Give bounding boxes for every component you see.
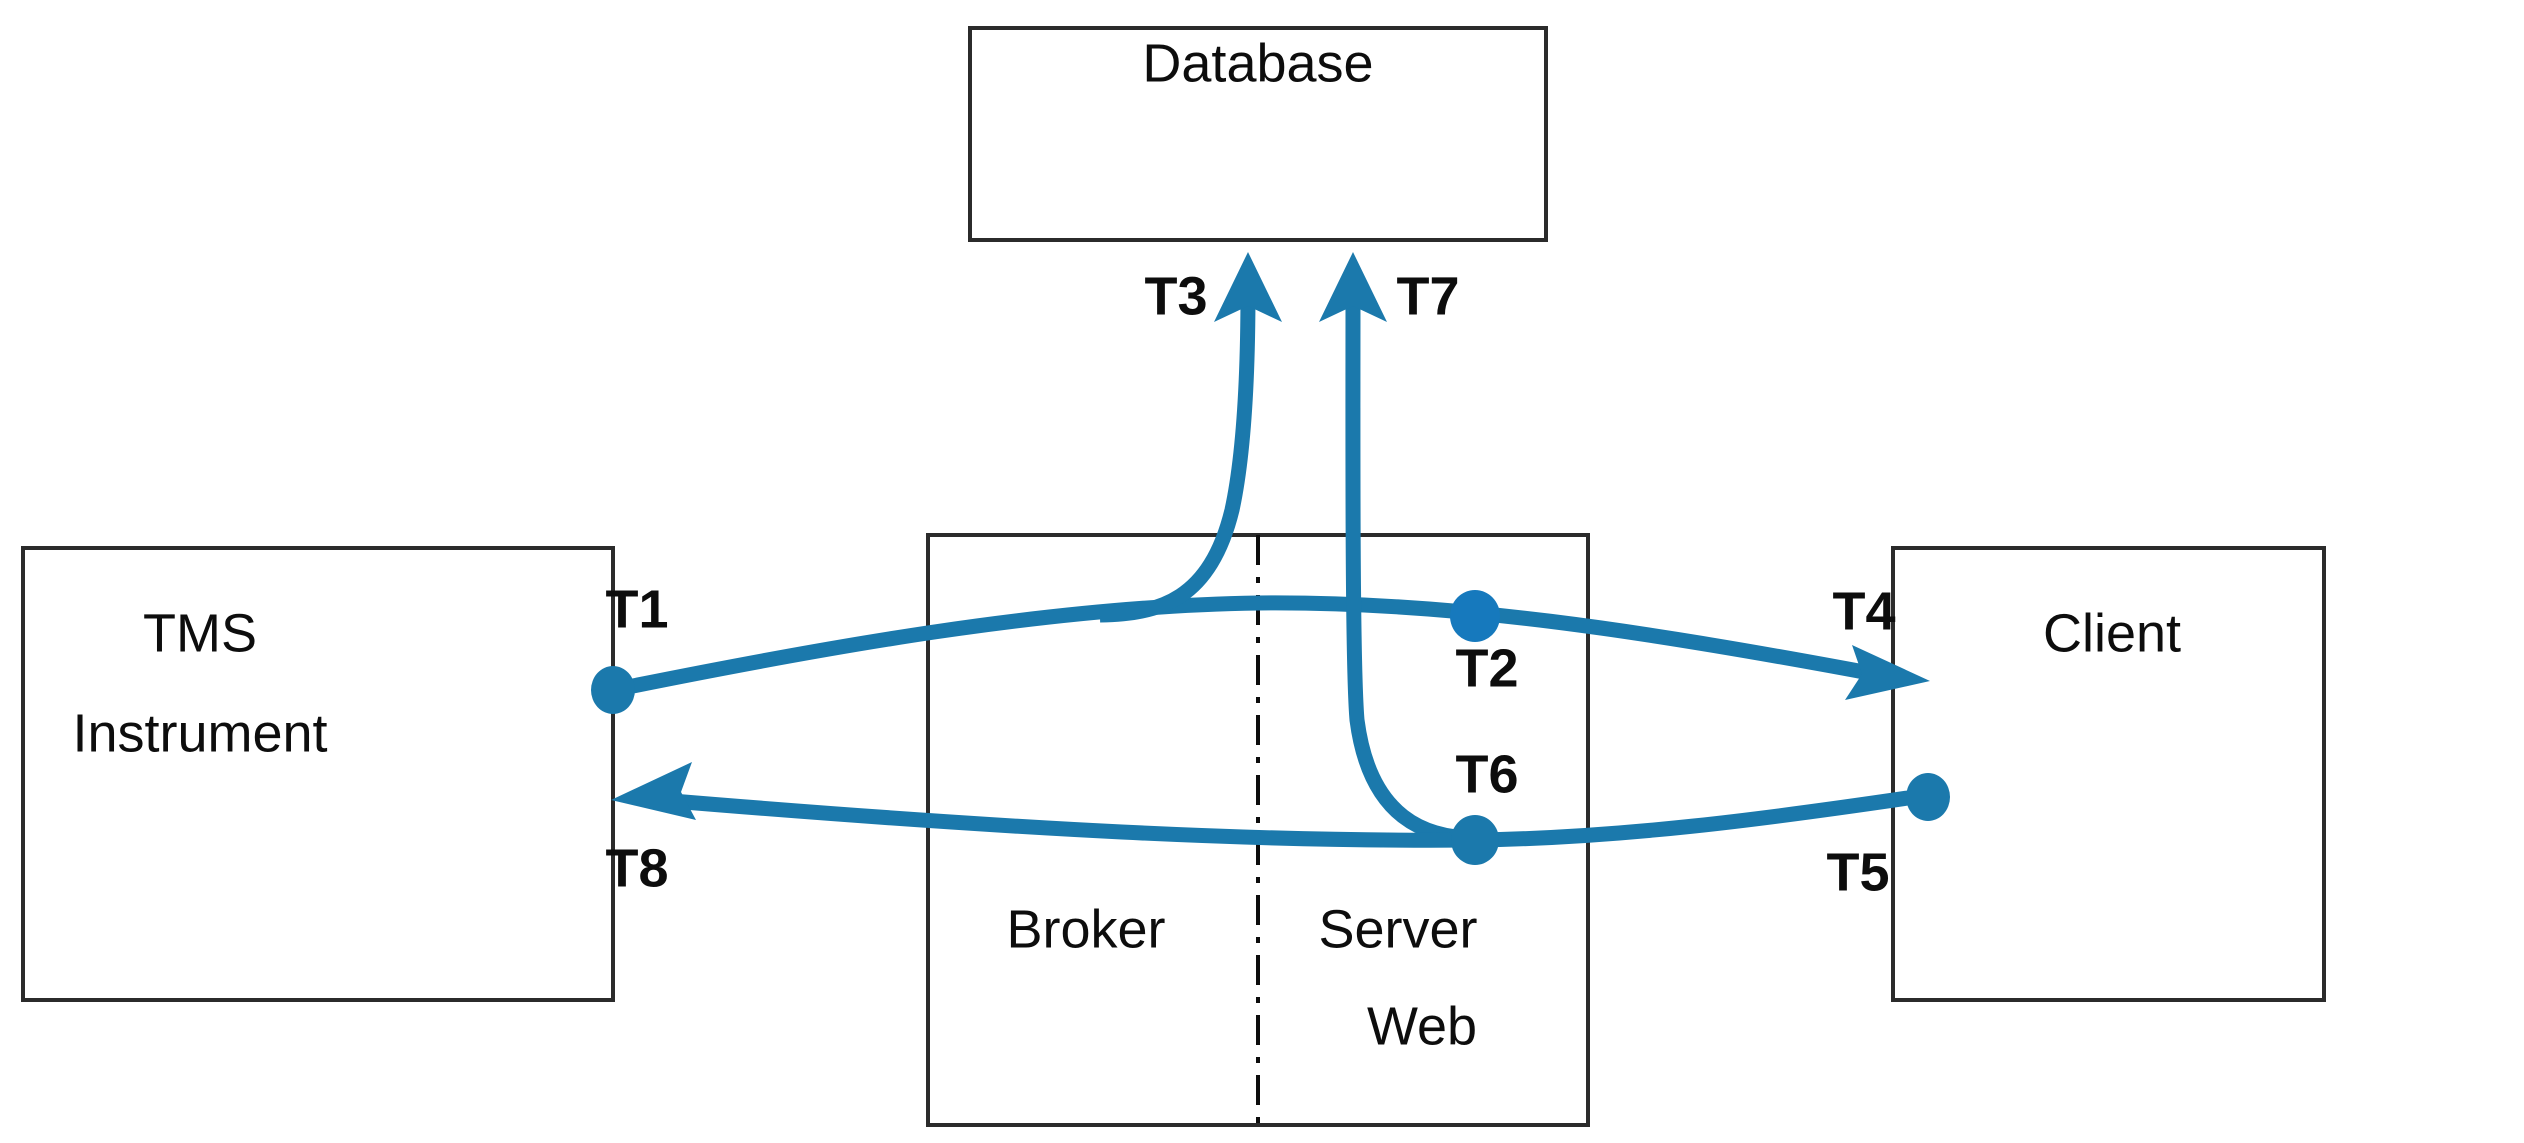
tms-instrument-label-line1: TMS bbox=[143, 603, 257, 663]
flow-label-t7: T7 bbox=[1396, 266, 1459, 326]
t8-arrowhead-icon bbox=[611, 762, 696, 820]
tms-instrument-box[interactable] bbox=[21, 546, 615, 1002]
node-tms-instrument[interactable]: TMS Instrument bbox=[21, 546, 615, 1002]
broker-label: Broker bbox=[1006, 899, 1165, 959]
t7-arrowhead-icon bbox=[1319, 252, 1387, 322]
flow-path-t1-to-t4[interactable] bbox=[611, 595, 1882, 698]
t5-source-dot[interactable] bbox=[1906, 773, 1950, 821]
flow-label-t2: T2 bbox=[1455, 638, 1518, 698]
database-box[interactable] bbox=[968, 26, 1548, 242]
client-label: Client bbox=[2043, 603, 2181, 663]
flow-label-t1: T1 bbox=[605, 579, 668, 639]
flow-label-t3: T3 bbox=[1144, 266, 1207, 326]
t1-source-dot[interactable] bbox=[591, 666, 635, 714]
tms-instrument-label-line2: Instrument bbox=[72, 703, 327, 763]
edge-t1-t2-t4[interactable] bbox=[611, 595, 1930, 700]
node-database[interactable]: Database bbox=[968, 26, 1548, 242]
flow-label-t4: T4 bbox=[1832, 581, 1895, 641]
node-client[interactable]: Client bbox=[1891, 546, 2326, 1002]
edge-t5-t6-t8[interactable] bbox=[611, 762, 1930, 848]
flow-label-t6: T6 bbox=[1455, 744, 1518, 804]
server-label-line1: Server bbox=[1318, 899, 1477, 959]
client-box[interactable] bbox=[1891, 546, 2326, 1002]
t4-arrowhead-icon bbox=[1845, 645, 1930, 700]
t6-waypoint-dot[interactable] bbox=[1451, 815, 1499, 865]
t3-arrowhead-icon bbox=[1214, 252, 1282, 322]
flow-label-t8: T8 bbox=[605, 838, 668, 898]
server-label-line2: Web bbox=[1367, 996, 1477, 1056]
edge-t7[interactable] bbox=[1319, 252, 1476, 846]
flow-path-t3-to-database[interactable] bbox=[1099, 289, 1256, 623]
edge-t3[interactable] bbox=[1099, 252, 1282, 623]
t2-waypoint-dot[interactable] bbox=[1450, 590, 1500, 642]
flow-label-t5: T5 bbox=[1826, 842, 1889, 902]
flow-path-t5-to-t8[interactable] bbox=[659, 787, 1930, 848]
database-label: Database bbox=[1142, 33, 1373, 93]
flow-path-t7-to-database[interactable] bbox=[1345, 289, 1476, 846]
